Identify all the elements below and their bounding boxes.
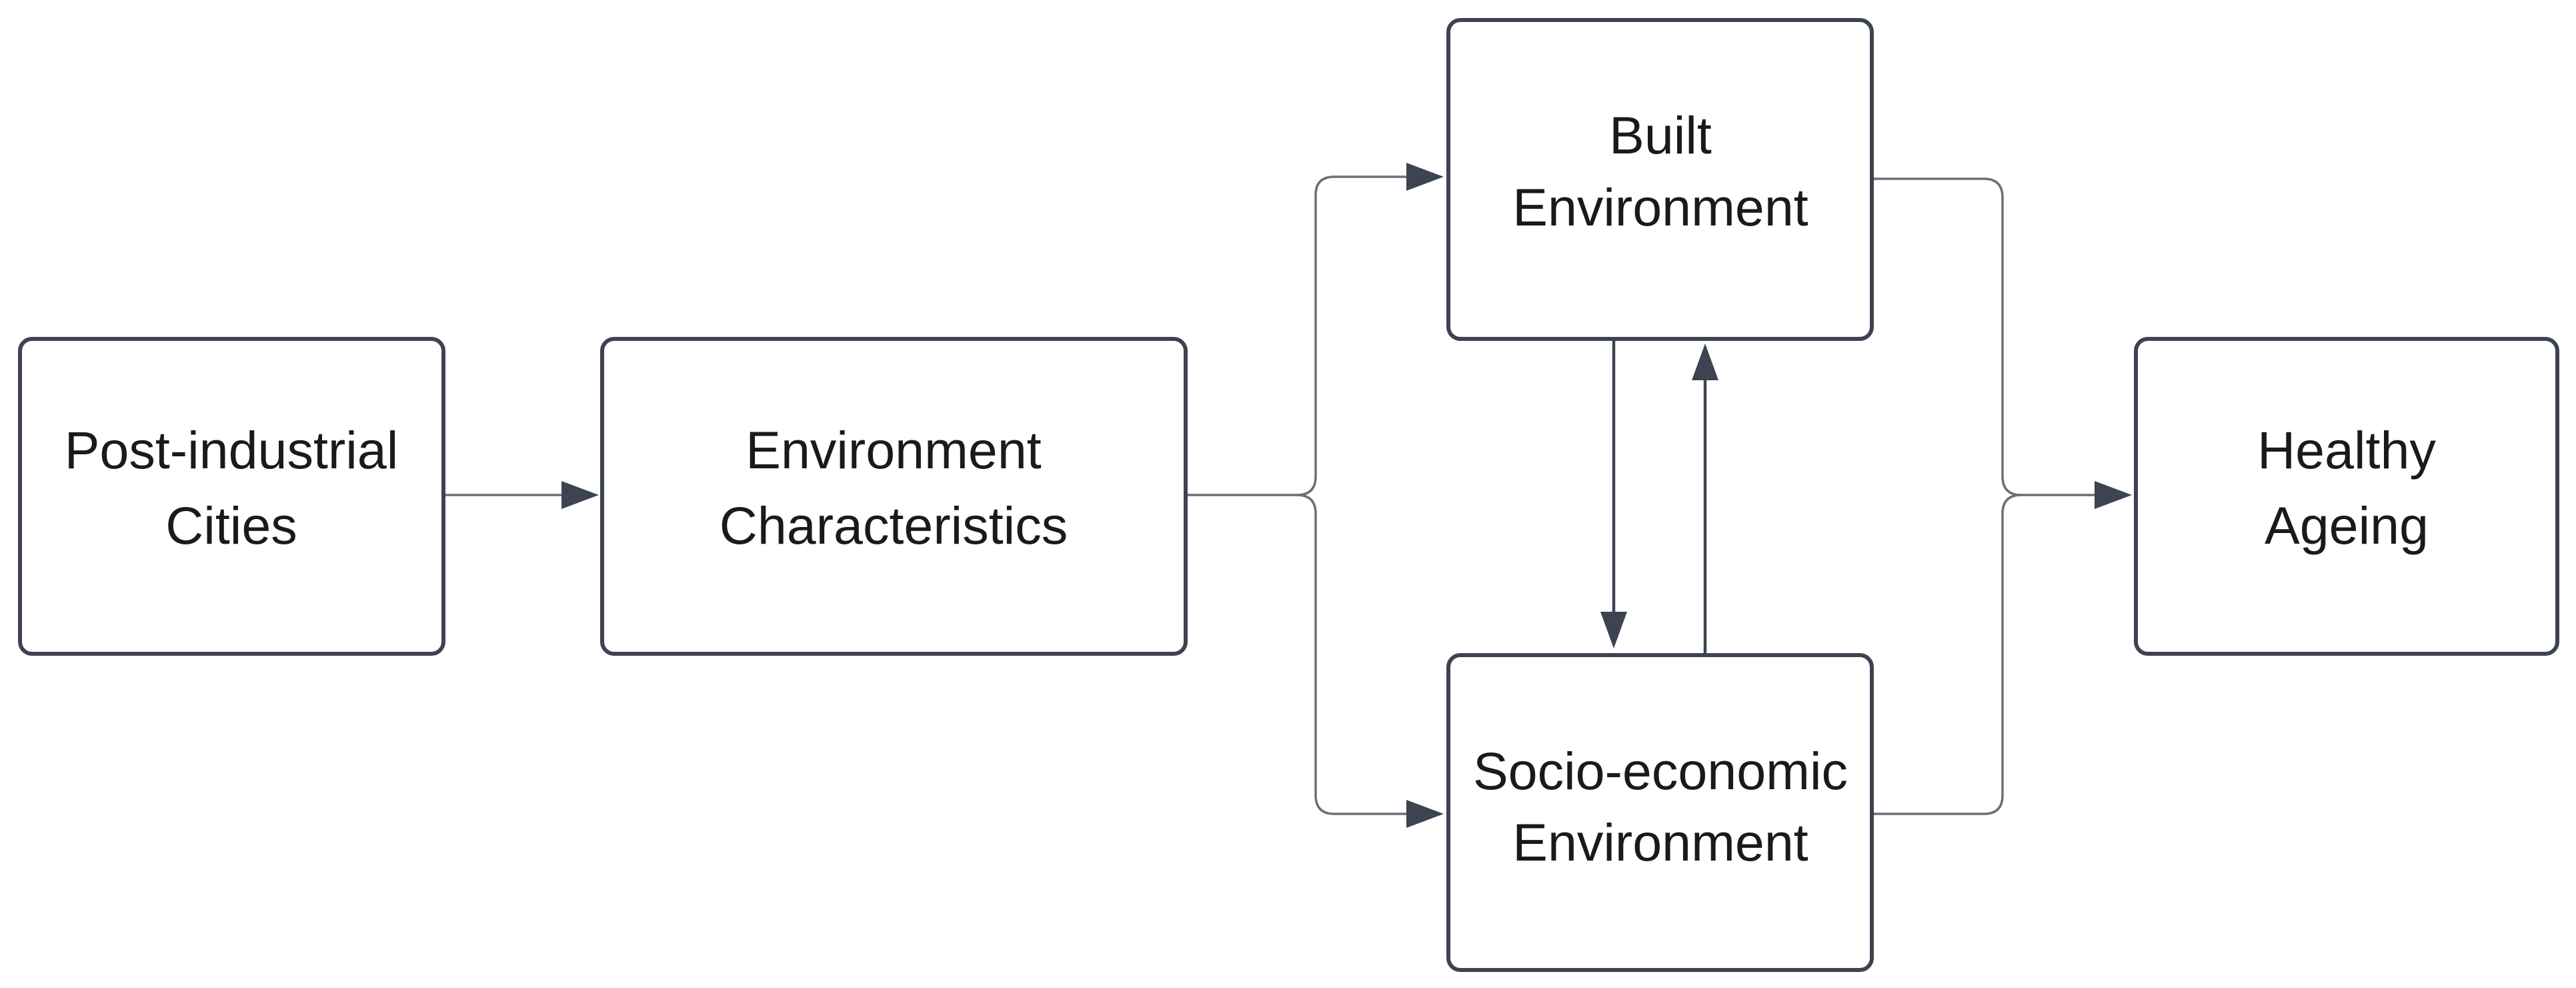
node-socio-economic-line1: Socio-economic (1473, 741, 1848, 801)
edge-built-to-healthy-ageing (1872, 177, 2095, 496)
node-socio-economic-environment: Socio-economic Environment (1446, 653, 1874, 972)
node-environment-characteristics-line2: Characteristics (720, 496, 1068, 555)
node-environment-characteristics-line1: Environment (746, 420, 1042, 480)
edge-built-to-socio-economic (1600, 338, 1627, 648)
node-built-environment: Built Environment (1446, 18, 1874, 341)
node-post-industrial-line1: Post-industrial (65, 420, 399, 480)
node-built-environment-line2: Environment (1512, 177, 1808, 237)
edge-socio-economic-to-built (1692, 344, 1718, 656)
node-healthy-ageing: Healthy Ageing (2134, 337, 2559, 656)
edge-environment-characteristics-to-socio-economic (1296, 494, 1444, 828)
edge-environment-characteristics-to-built-environment (1184, 163, 1444, 496)
node-healthy-ageing-line2: Ageing (2265, 496, 2429, 555)
node-environment-characteristics: Environment Characteristics (600, 337, 1188, 656)
node-post-industrial-cities: Post-industrial Cities (18, 337, 445, 656)
edge-socio-economic-to-healthy-ageing (1872, 481, 2132, 815)
node-post-industrial-line2: Cities (165, 496, 297, 555)
node-socio-economic-line2: Environment (1512, 813, 1808, 872)
node-healthy-ageing-line1: Healthy (2257, 420, 2436, 480)
node-built-environment-line1: Built (1609, 105, 1712, 165)
edge-post-industrial-to-environment-characteristics (442, 481, 599, 509)
